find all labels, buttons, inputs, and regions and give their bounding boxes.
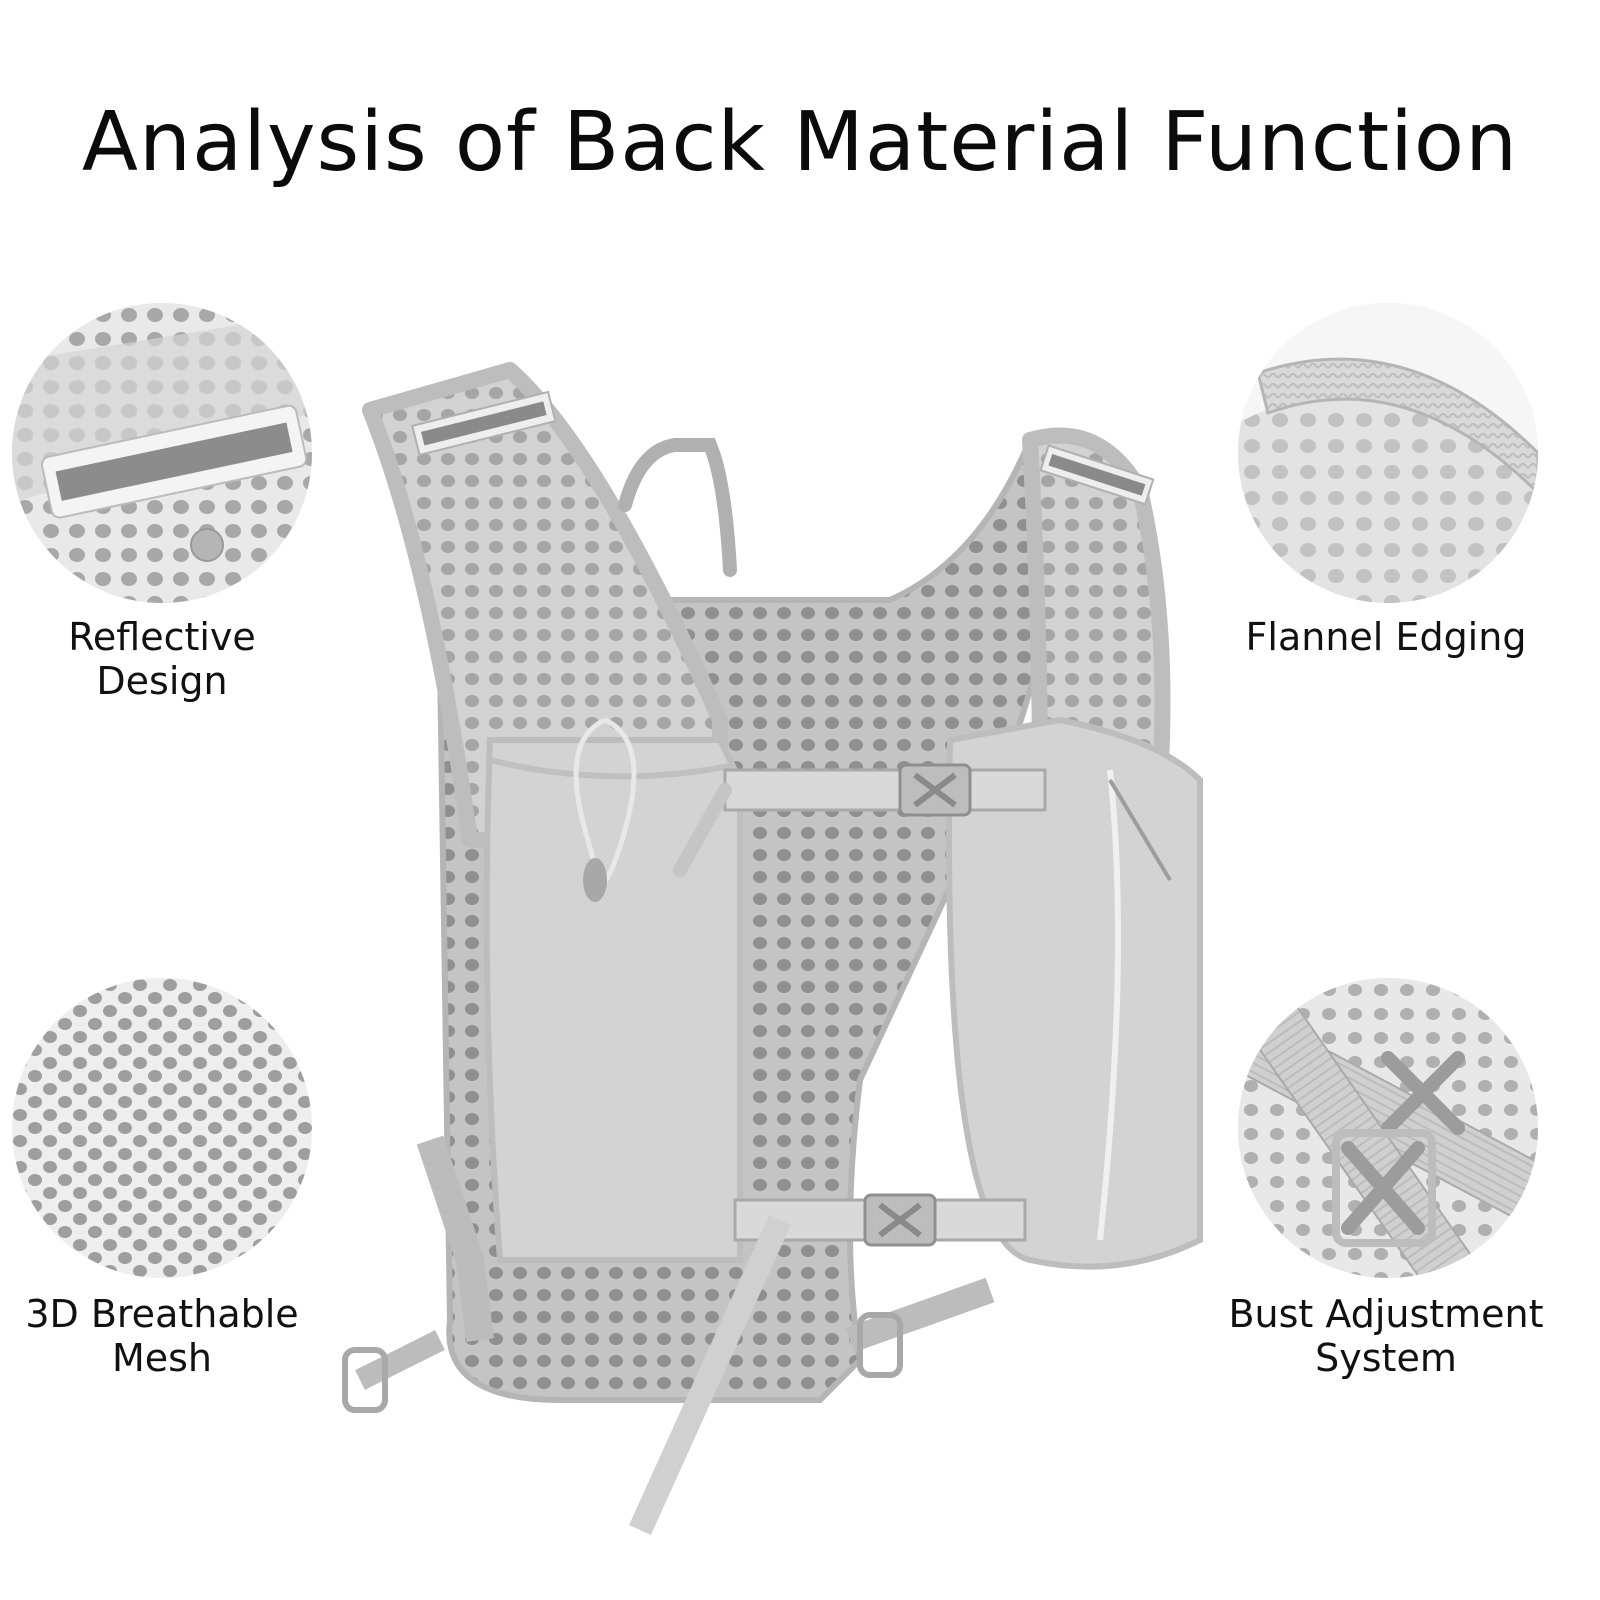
flannel-edging-detail-image	[1238, 303, 1538, 603]
flannel-edging-label-line1: Flannel Edging	[1245, 615, 1527, 659]
bust-adjustment-label-line2: System	[1315, 1336, 1457, 1380]
bust-adjustment-detail-image	[1238, 978, 1538, 1278]
breathable-mesh-label-line1: 3D Breathable	[25, 1292, 299, 1336]
reflective-design-detail-image	[12, 303, 312, 603]
reflective-design-label-line1: Reflective	[68, 615, 256, 659]
breathable-mesh-label: 3D Breathable Mesh	[0, 1292, 342, 1380]
bust-adjustment-label: Bust Adjustment System	[1206, 1292, 1566, 1380]
hydration-vest-image	[340, 360, 1240, 1540]
reflective-design-label-line2: Design	[96, 659, 228, 703]
bust-adjustment-label-line1: Bust Adjustment	[1228, 1292, 1544, 1336]
reflective-design-label: Reflective Design	[0, 615, 342, 703]
breathable-mesh-label-line2: Mesh	[111, 1336, 213, 1380]
page-title: Analysis of Back Material Function	[81, 94, 1519, 190]
breathable-mesh-detail-image	[12, 978, 312, 1278]
flannel-edging-label: Flannel Edging	[1206, 615, 1566, 659]
